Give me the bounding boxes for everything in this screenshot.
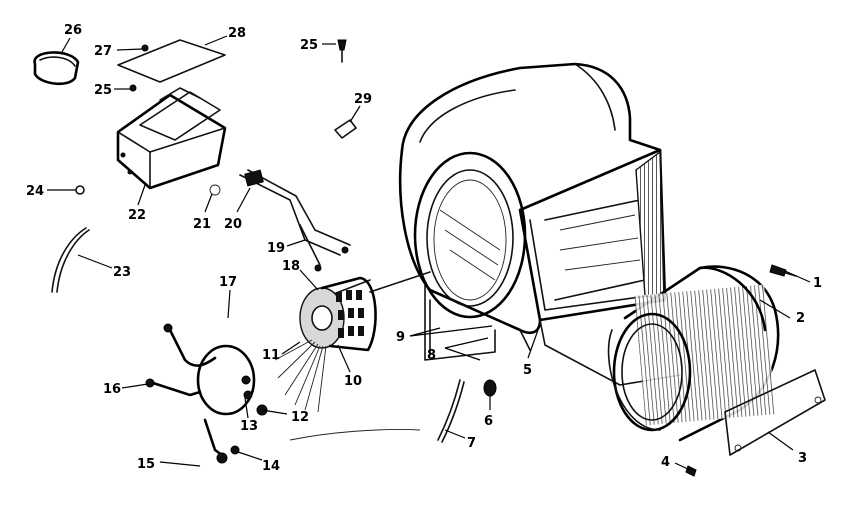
callout-p13: 13 <box>240 419 258 434</box>
callout-p14: 14 <box>262 459 280 474</box>
callout-p24: 24 <box>26 184 44 199</box>
callout-p1: 1 <box>813 276 822 291</box>
callout-p18: 18 <box>282 259 300 274</box>
blower-housing <box>398 62 681 386</box>
grommet-24 <box>75 185 85 195</box>
screw-25-top <box>337 39 347 63</box>
control-cover <box>117 39 226 83</box>
cutoff-plate <box>724 369 826 456</box>
callout-p22: 22 <box>128 208 146 223</box>
callout-p23: 23 <box>113 265 131 280</box>
callout-p29: 29 <box>354 92 372 107</box>
callouts: 1 2 3 4 5 6 7 8 9 10 11 12 <box>26 23 822 474</box>
wire-harness <box>239 169 351 272</box>
callout-p20: 20 <box>224 217 242 232</box>
callout-p19: 19 <box>267 241 285 256</box>
callout-p3: 3 <box>798 451 807 466</box>
callout-p16: 16 <box>103 382 121 397</box>
callout-p8: 8 <box>427 348 436 363</box>
screw-4 <box>685 465 697 477</box>
clip-29 <box>334 119 357 139</box>
callout-p7: 7 <box>467 436 476 451</box>
callout-p25-top: 25 <box>300 38 318 53</box>
callout-p2: 2 <box>796 311 805 326</box>
blower-motor <box>274 271 431 413</box>
screw-25-left <box>129 84 137 92</box>
callout-p15: 15 <box>137 457 155 472</box>
callout-p6: 6 <box>484 414 493 429</box>
callout-p9: 9 <box>396 330 405 345</box>
callout-p10: 10 <box>344 374 362 389</box>
gasket-23 <box>51 227 90 293</box>
control-box <box>116 87 227 196</box>
screw-27 <box>141 44 149 52</box>
callout-p21: 21 <box>193 217 211 232</box>
gasket-7 <box>437 379 465 443</box>
blower-wheel <box>607 265 780 442</box>
grommet-6 <box>483 379 497 397</box>
transformer <box>33 51 80 86</box>
callout-p27: 27 <box>94 44 112 59</box>
callout-p11: 11 <box>262 348 280 363</box>
callout-p25-left: 25 <box>94 83 112 98</box>
motor-hint-line <box>289 429 421 441</box>
callout-p26: 26 <box>64 23 82 38</box>
callout-p12: 12 <box>291 410 309 425</box>
callout-p4: 4 <box>661 455 670 470</box>
motor-mount-band <box>145 323 268 464</box>
callout-p5: 5 <box>523 363 532 378</box>
callout-p17: 17 <box>219 275 237 290</box>
callout-p28: 28 <box>228 26 246 41</box>
